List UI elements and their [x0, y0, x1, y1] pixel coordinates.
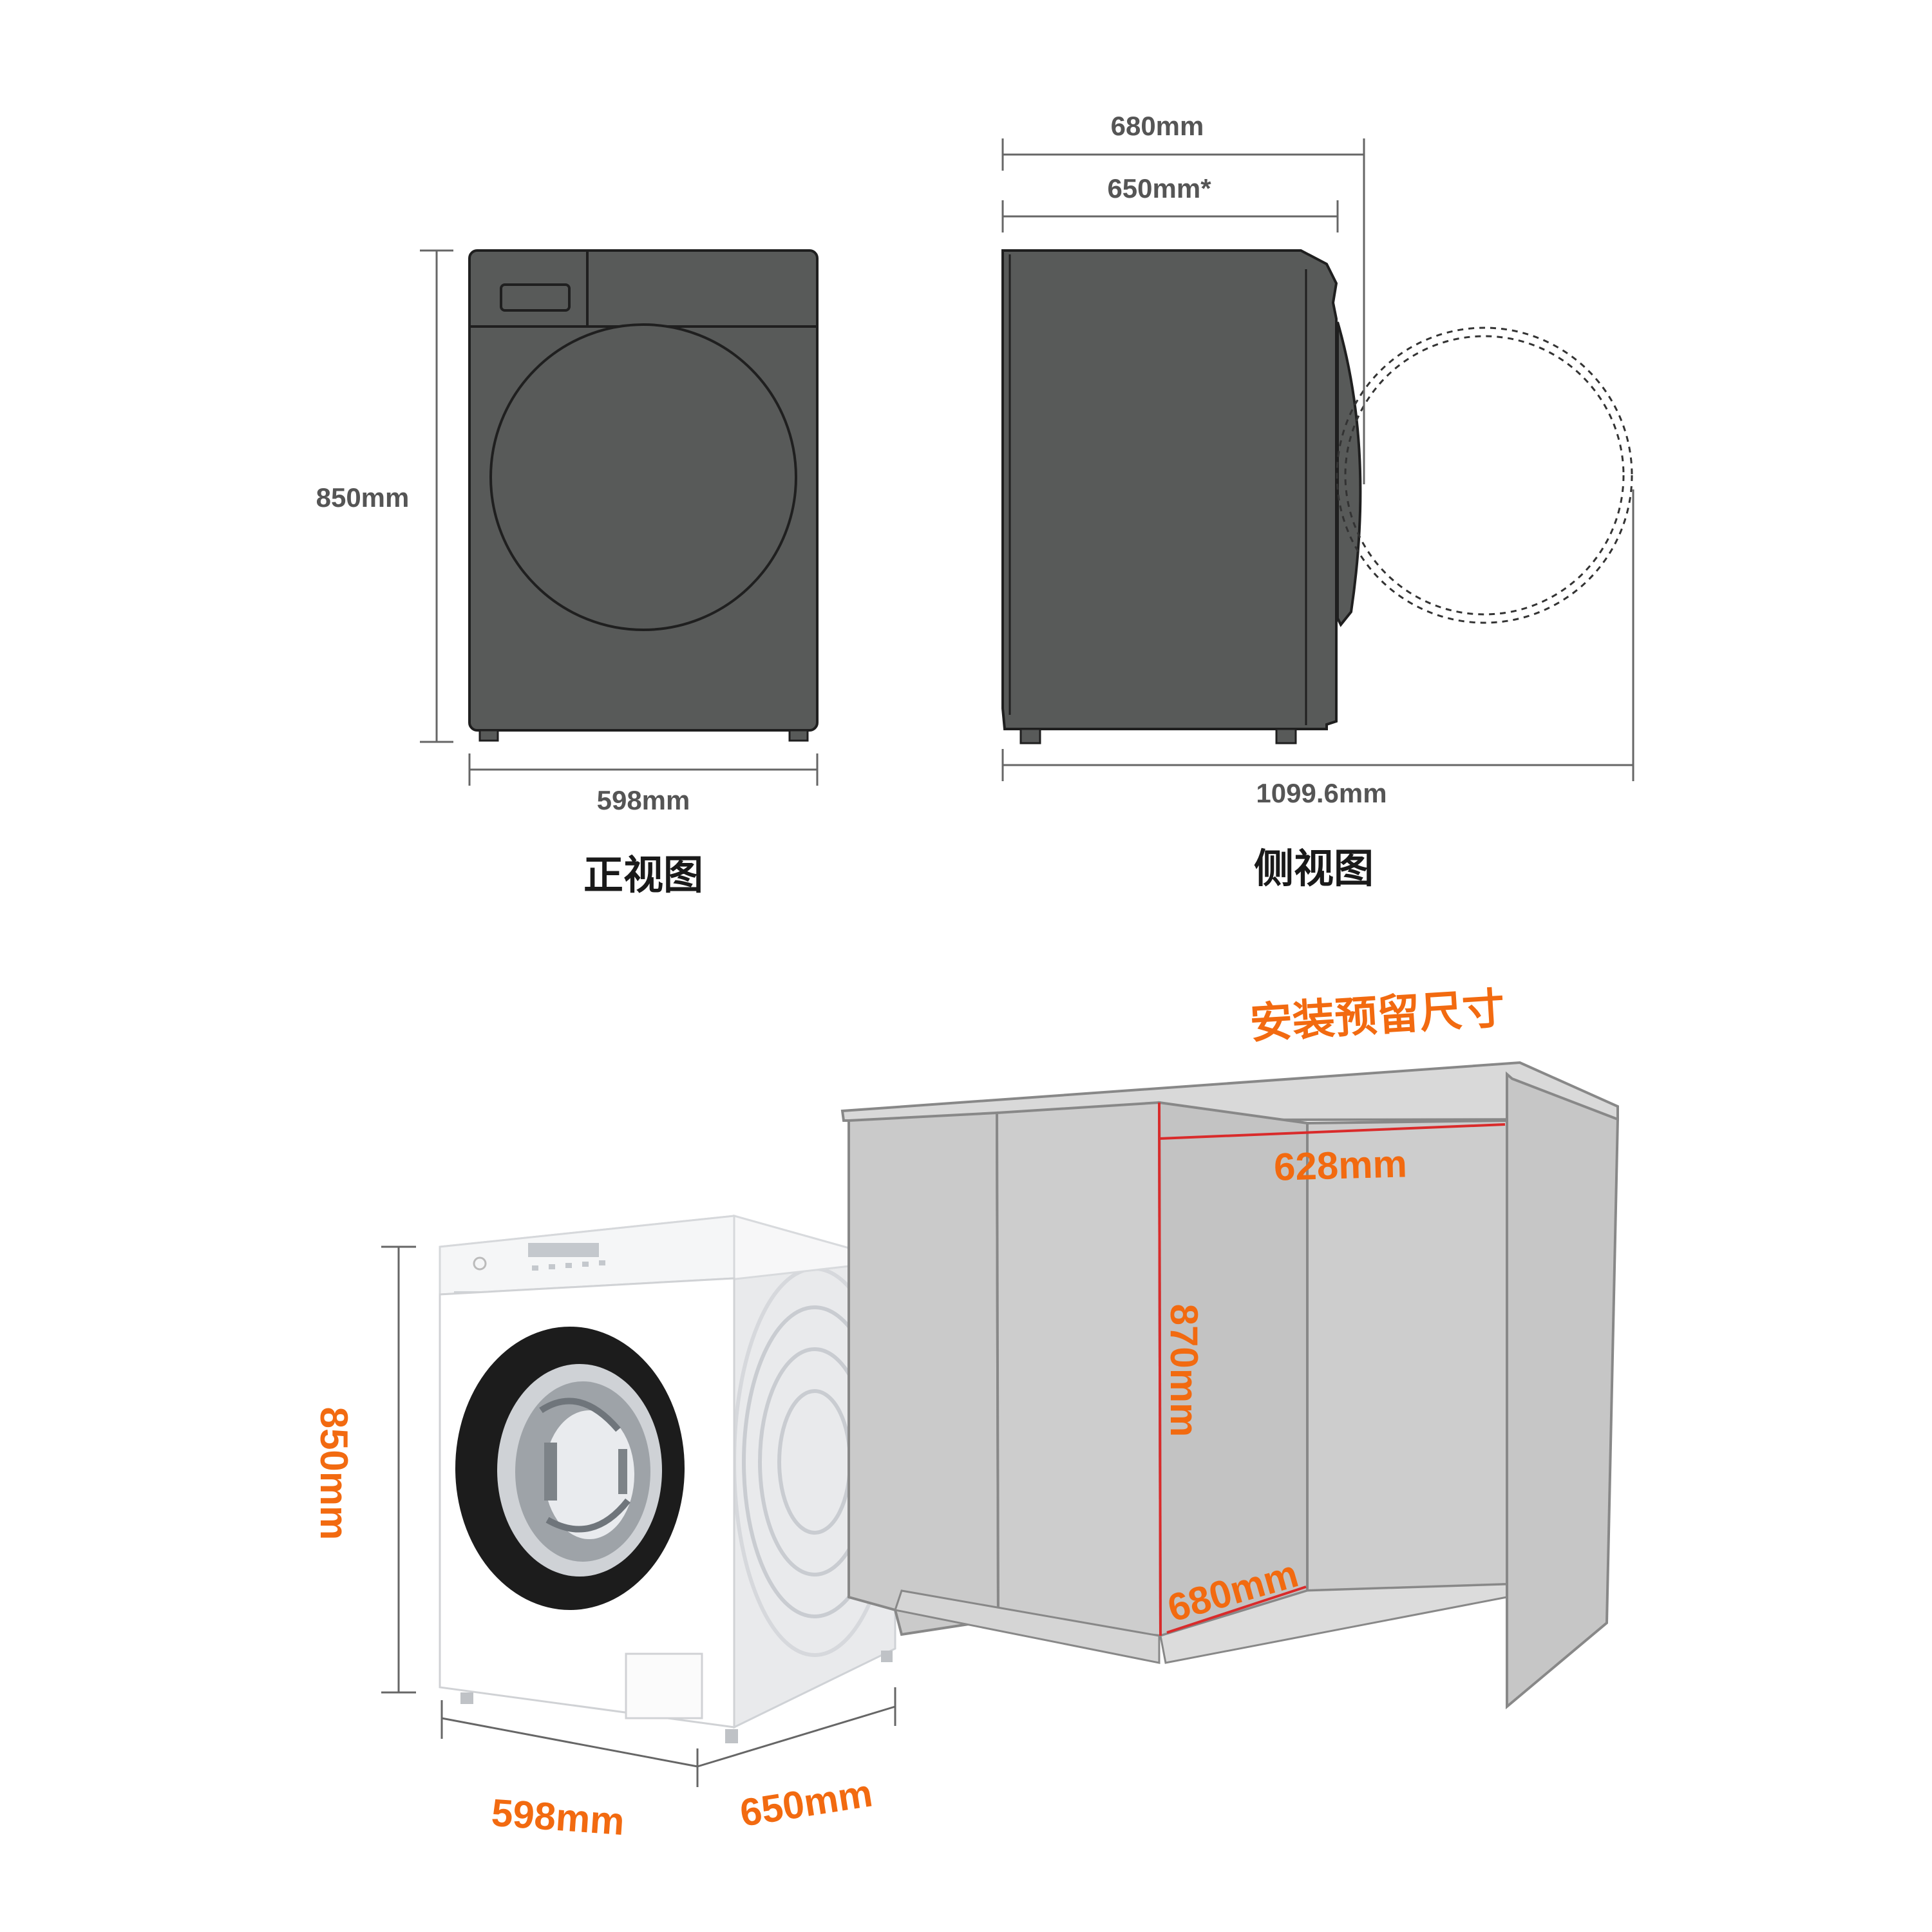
cabinet-left-panel [848, 1111, 1000, 1636]
brand-logo-icon [473, 1256, 487, 1271]
door-swing-circle-inner [1344, 335, 1625, 616]
front-width-label: 598mm [597, 785, 690, 815]
side-view-washer-drawing [1001, 249, 1633, 744]
cabinet-right-panel [1506, 1071, 1620, 1710]
photo-depth-dimension-line [697, 1687, 896, 1768]
side-door-open-dimension-line [1001, 489, 1634, 781]
side-body-depth-label: 650mm* [1107, 173, 1211, 204]
side-view: 680mm 650mm* 1099.6mm 侧视图 [1001, 111, 1634, 892]
side-view-caption: 侧视图 [1254, 845, 1374, 892]
control-display [500, 283, 571, 312]
control-panel-display [528, 1243, 605, 1271]
front-view: 850mm 598mm 正视图 [316, 249, 819, 898]
side-overall-depth-dimension-line [1001, 138, 1365, 484]
front-view-washer-drawing [468, 249, 819, 742]
washer-foot [881, 1651, 893, 1662]
photo-depth-label: 650mm [737, 1771, 875, 1835]
cabinet-width-label: 628mm [1273, 1142, 1407, 1188]
installation-title: 安装预留尺寸 [1249, 983, 1506, 1048]
side-body-depth-dimension-line [1001, 200, 1339, 232]
filter-cover [625, 1653, 703, 1719]
front-height-label: 850mm [316, 482, 410, 513]
front-height-dimension-line [420, 249, 453, 743]
cabinet-height-label: 870mm [1162, 1304, 1206, 1437]
front-width-dimension-line [468, 753, 819, 786]
washer-foot [725, 1729, 738, 1743]
cabinet-top-slab [840, 1061, 1619, 1122]
product-photo: 850mm 598mm 650mm [312, 1215, 897, 1843]
side-overall-depth-label: 680mm [1111, 111, 1204, 141]
installation-guide-lines [1158, 1102, 1506, 1636]
photo-width-dimension-line [440, 1700, 699, 1787]
front-view-caption: 正视图 [583, 851, 703, 898]
door-circle [489, 323, 797, 631]
washer-door [455, 1327, 685, 1610]
side-door-open-depth-label: 1099.6mm [1256, 778, 1387, 808]
photo-height-label: 850mm [312, 1407, 355, 1540]
photo-width-label: 598mm [490, 1791, 626, 1843]
door-profile [1336, 321, 1362, 627]
installation-cabinet: 安装预留尺寸 628mm 870mm 680mm [840, 983, 1620, 1710]
washer-foot [460, 1692, 473, 1704]
photo-height-dimension-line [381, 1245, 416, 1694]
door-swing-circle-outer [1336, 327, 1633, 624]
cabinet-back-wall [1306, 1119, 1508, 1593]
cabinet-left-column [995, 1101, 1162, 1638]
